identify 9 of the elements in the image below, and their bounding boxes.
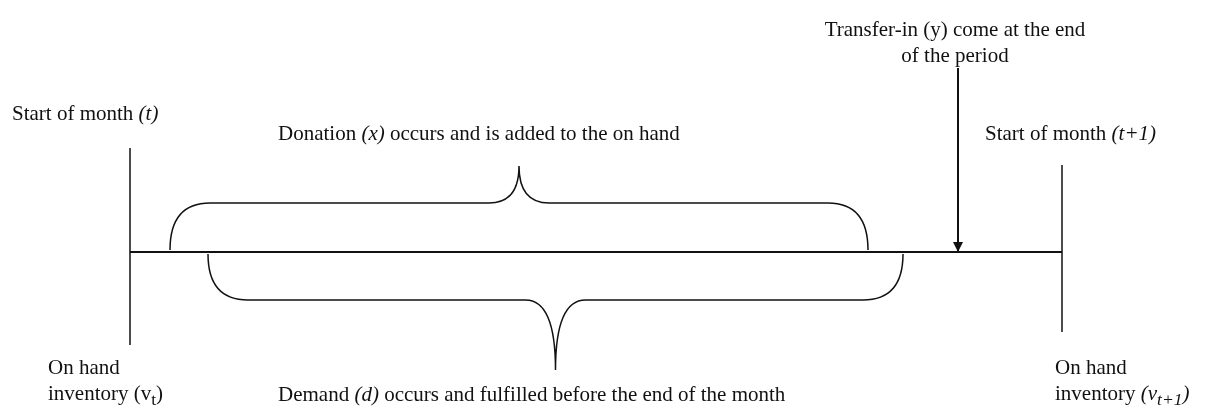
time-label: Start of month (t+1) xyxy=(985,120,1158,146)
inventory-label: On hand inventory (v$_{t}$) xyxy=(48,354,165,412)
event-description: Donation (x) occurs and is added to the on hand xyxy=(278,120,681,146)
annotation-text: Transfer-in (y) come at the end of the period xyxy=(820,16,1090,68)
time-label: Start of month (t) xyxy=(12,100,160,126)
inventory-label: On hand inventory (v$_{t+1}$) xyxy=(1055,354,1191,412)
arrow xyxy=(953,67,963,252)
event-description: Demand (d) occurs and fulfilled before the end of the month xyxy=(278,381,787,407)
timeline xyxy=(130,251,1062,253)
